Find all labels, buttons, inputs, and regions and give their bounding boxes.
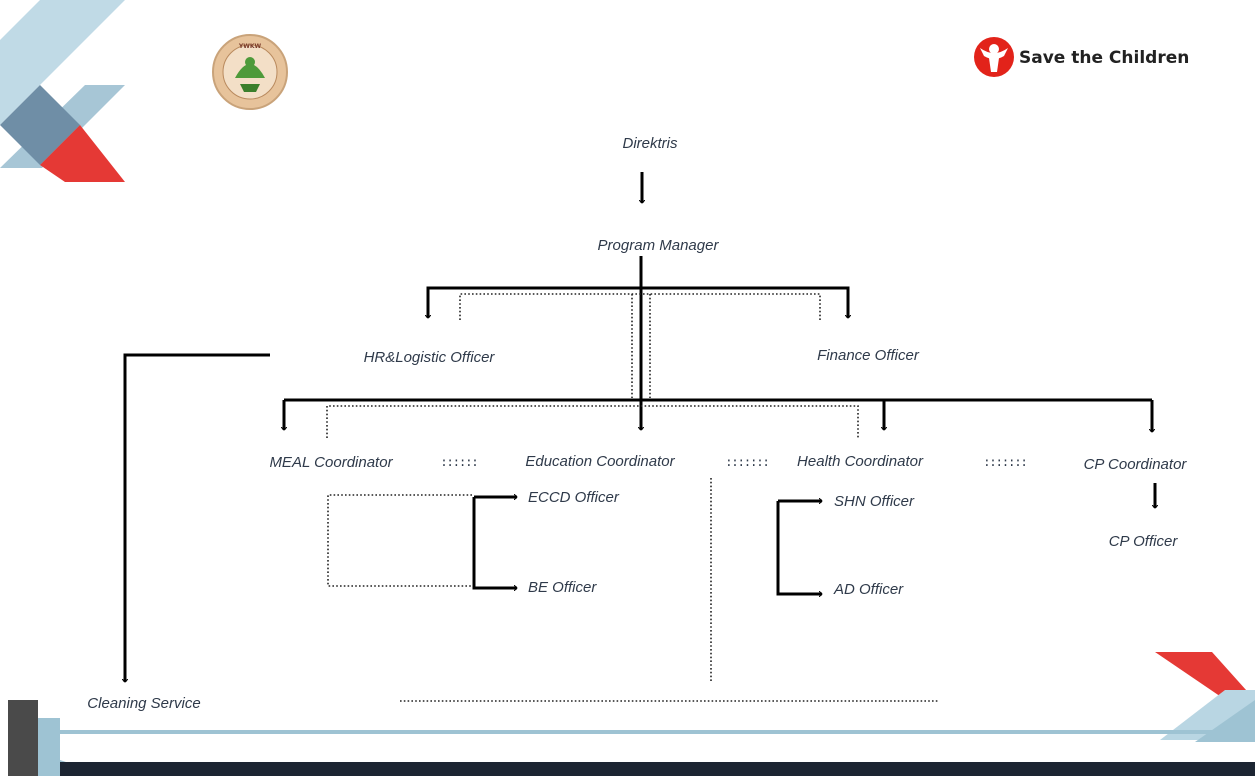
- separator-education-health: :::::::: [725, 455, 769, 469]
- node-health-coordinator: Health Coordinator: [797, 453, 924, 470]
- bottom-right-decoration: [1155, 652, 1255, 742]
- footer-bar: [38, 730, 1255, 776]
- node-program-manager: Program Manager: [598, 237, 720, 254]
- solid-connectors: [125, 172, 1155, 682]
- node-cleaning-service: Cleaning Service: [87, 695, 200, 712]
- node-direktris: Direktris: [623, 135, 678, 152]
- save-the-children-figure-icon: [974, 37, 1014, 77]
- node-ad-officer: AD Officer: [833, 581, 904, 598]
- node-be-officer: BE Officer: [528, 579, 597, 596]
- node-cp-officer: CP Officer: [1109, 533, 1179, 550]
- save-the-children-logo: Save the Children: [974, 37, 1189, 77]
- node-education-coordinator: Education Coordinator: [525, 453, 675, 470]
- dotted-connectors: [326, 293, 938, 702]
- node-cp-coordinator: CP Coordinator: [1084, 456, 1188, 473]
- ywkw-seal-icon: YWKW: [212, 34, 288, 110]
- node-eccd-officer: ECCD Officer: [528, 489, 620, 506]
- separator-health-cp: :::::::: [983, 455, 1027, 469]
- node-finance-officer: Finance Officer: [817, 347, 920, 364]
- ywkw-logo-text: YWKW: [238, 43, 262, 50]
- separator-meal-education: ::::::: [440, 455, 477, 469]
- node-hr-logistic-officer: HR&Logistic Officer: [364, 349, 496, 366]
- node-meal-coordinator: MEAL Coordinator: [269, 454, 393, 471]
- top-left-decoration: [0, 0, 125, 182]
- node-shn-officer: SHN Officer: [834, 493, 915, 510]
- node-labels: Direktris Program Manager HR&Logistic Of…: [87, 135, 1187, 712]
- save-the-children-wordmark: Save the Children: [1019, 48, 1189, 68]
